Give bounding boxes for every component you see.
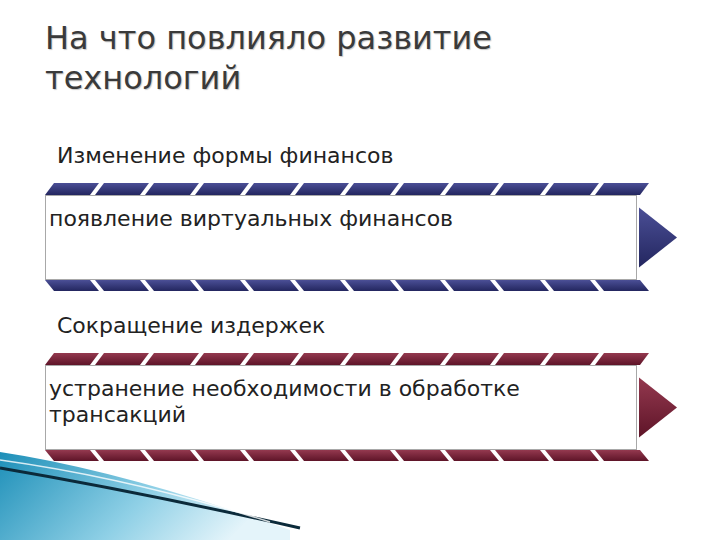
band-heading: Сокращение издержек — [57, 312, 325, 340]
arrow-band: Изменение формы финансов появление виртуа… — [45, 140, 685, 292]
text-panel: устранение необходимости в обработке тра… — [45, 365, 637, 450]
band-text: устранение необходимости в обработке тра… — [49, 376, 628, 428]
band-heading: Изменение формы финансов — [57, 142, 394, 170]
text-panel: появление виртуальных финансов — [45, 195, 637, 280]
band-text: появление виртуальных финансов — [49, 206, 628, 232]
slide-title: На что повлияло развитие технологий — [45, 18, 565, 98]
arrow-band: Сокращение издержек устранение необходимо… — [45, 310, 685, 462]
